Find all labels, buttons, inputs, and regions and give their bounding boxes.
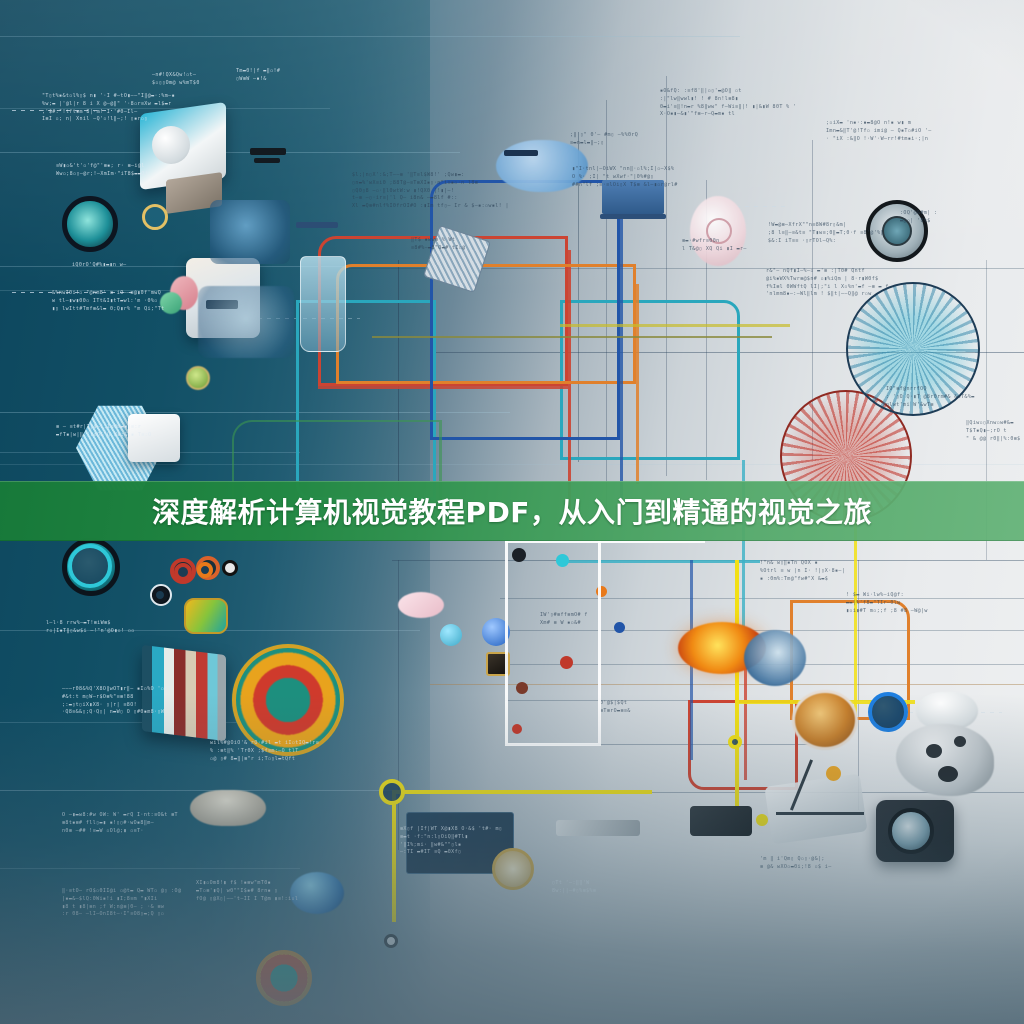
banner-bottom-edge	[0, 540, 1024, 541]
banner-top-edge	[0, 481, 1024, 482]
title-banner: 深度解析计算机视觉教程PDF，从入门到精通的视觉之旅	[0, 481, 1024, 541]
page-title: 深度解析计算机视觉教程PDF，从入门到精通的视觉之旅	[0, 491, 1024, 531]
